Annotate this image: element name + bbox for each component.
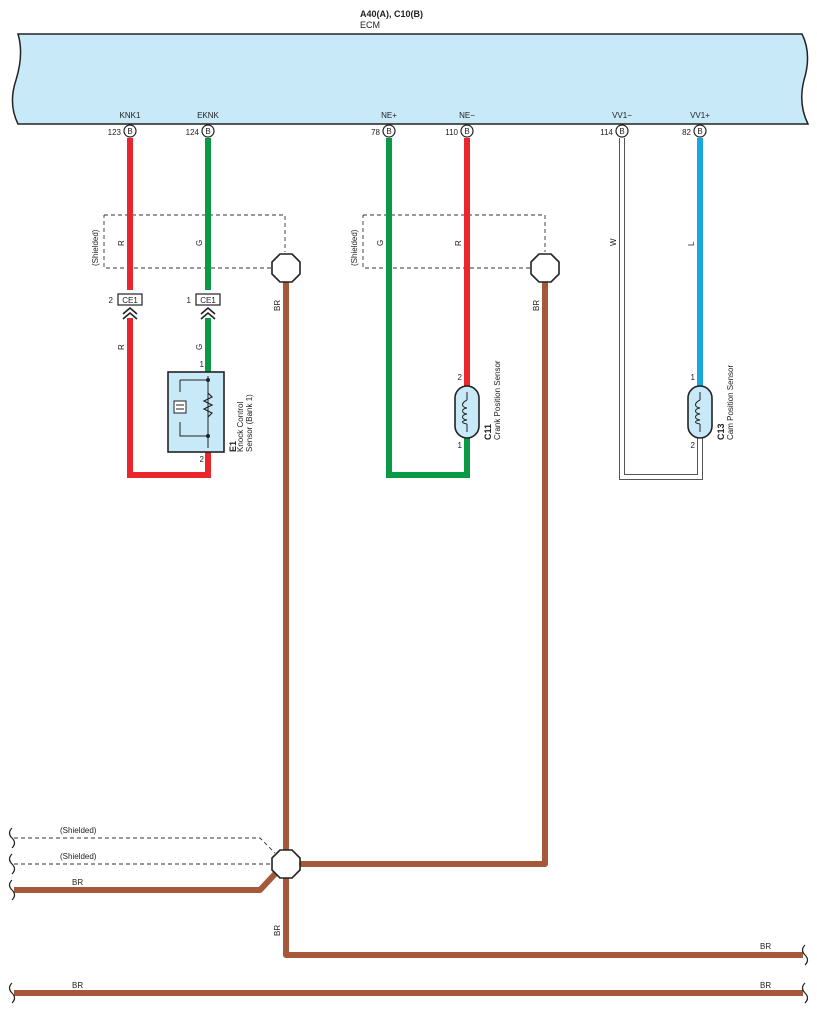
- svg-text:B: B: [205, 127, 210, 136]
- splice-points: [271, 253, 560, 879]
- svg-text:CE1: CE1: [200, 296, 216, 305]
- shield-line-upper: [14, 837, 276, 854]
- knock-sensor-desc2: Sensor (Bank 1): [245, 394, 254, 452]
- wire-label-ne-plus: G: [376, 240, 385, 246]
- svg-text:2: 2: [200, 455, 205, 464]
- break-mark-right-2: [801, 982, 809, 1004]
- pin-circle-82: B: [693, 124, 707, 138]
- pin-circle-110: B: [460, 124, 474, 138]
- wire-label-br-mid: BR: [532, 300, 541, 311]
- wire-knk1-lower: [127, 318, 211, 478]
- wire-label-br-left: BR: [273, 300, 282, 311]
- wire-label-br-left-lower: BR: [72, 878, 83, 887]
- cam-wires: [619, 138, 703, 480]
- wire-label-knk1: R: [117, 240, 126, 246]
- shield-labels: (Shielded) (Shielded) (Shielded) (Shield…: [60, 229, 359, 861]
- brown-wires: [14, 282, 803, 996]
- svg-text:B: B: [697, 127, 702, 136]
- pin-signal-knk1: KNK1: [120, 111, 141, 120]
- break-marks: [8, 827, 809, 1004]
- svg-text:1: 1: [187, 296, 192, 305]
- pin-circle-114: B: [615, 124, 629, 138]
- wire-vv1-minus-fill: [620, 138, 702, 479]
- wire-label-vv1-plus: L: [687, 241, 696, 246]
- knock-sensor-desc1: Knock Control: [236, 402, 245, 452]
- pin-circle-124: B: [201, 124, 215, 138]
- shield-box-crank: [362, 214, 546, 269]
- ecm-name-label: ECM: [360, 20, 380, 30]
- knock-wires: [127, 138, 211, 478]
- wire-label-vv1-minus: W: [609, 238, 618, 246]
- pin-signal-ne-minus: NE−: [459, 111, 475, 120]
- pin-number-114: 114: [600, 128, 613, 137]
- break-mark-right-1: [801, 944, 809, 966]
- pin-circles: B B B B B B: [123, 124, 707, 138]
- wire-label-br-bottom: BR: [273, 925, 282, 936]
- crank-sensor-desc: Crank Position Sensor: [493, 360, 502, 440]
- ecm-connectors-label: A40(A), C10(B): [360, 9, 423, 19]
- shield-boxes: [14, 214, 546, 865]
- svg-text:B: B: [619, 127, 624, 136]
- svg-text:CE1: CE1: [122, 296, 138, 305]
- pin-number-110: 110: [445, 128, 458, 137]
- splice-crank-shield: [530, 253, 560, 283]
- wire-label-ne-minus: R: [454, 240, 463, 246]
- cam-sensor-c13: 1 2 C13 Cam Position Sensor: [687, 365, 735, 450]
- pin-circle-78: B: [382, 124, 396, 138]
- ce1-connector-left: CE1 2: [109, 293, 143, 320]
- br-wire-crank-shield: [300, 282, 548, 867]
- break-mark-left-3: [8, 879, 16, 901]
- wire-ne-plus: [386, 138, 470, 478]
- wire-label-br-bottom-left: BR: [72, 981, 83, 990]
- splice-ground: [271, 849, 301, 879]
- br-wire-down-right: [283, 878, 803, 958]
- crank-sensor-code: C11: [483, 424, 493, 440]
- svg-text:1: 1: [200, 360, 205, 369]
- svg-text:2: 2: [109, 296, 114, 305]
- shield-box-knock: [103, 214, 286, 269]
- cam-sensor-code: C13: [716, 423, 726, 440]
- svg-text:2: 2: [458, 373, 463, 382]
- pin-number-124: 124: [186, 128, 200, 137]
- cam-sensor-desc: Cam Position Sensor: [726, 365, 735, 440]
- wire-label-eknk: G: [195, 240, 204, 246]
- knock-sensor-e1: 1 2 E1 Knock Control Sensor (Bank 1): [167, 360, 254, 464]
- pin-number-82: 82: [682, 128, 691, 137]
- ecm-box: [11, 33, 810, 125]
- wire-label-knk1-lower: R: [117, 344, 126, 350]
- pin-signal-vv1-minus: VV1−: [612, 111, 632, 120]
- pin-labels: KNK1 EKNK NE+ NE− VV1− VV1+ 123 124 78 1…: [108, 111, 711, 137]
- svg-text:2: 2: [691, 441, 696, 450]
- wire-labels: R G R G G R W L BR BR BR BR BR BR BR: [72, 238, 771, 990]
- svg-text:B: B: [464, 127, 469, 136]
- pin-number-78: 78: [371, 128, 380, 137]
- svg-text:1: 1: [691, 373, 696, 382]
- shield-label-upper: (Shielded): [60, 826, 97, 835]
- break-mark-left-1: [8, 827, 16, 849]
- br-wire-left-bottom: [14, 871, 278, 893]
- wire-label-br-bottom-right: BR: [760, 981, 771, 990]
- knock-sensor-code: E1: [228, 441, 238, 452]
- pin-circle-123: B: [123, 124, 137, 138]
- splice-knock-shield: [271, 253, 301, 283]
- wire-label-br-right-lower: BR: [760, 942, 771, 951]
- crank-sensor-c11: 2 1 C11 Crank Position Sensor: [454, 360, 502, 450]
- svg-text:1: 1: [458, 441, 463, 450]
- pin-signal-vv1-plus: VV1+: [690, 111, 710, 120]
- shield-label-crank: (Shielded): [350, 229, 359, 266]
- pin-number-123: 123: [108, 128, 122, 137]
- pin-signal-ne-plus: NE+: [381, 111, 397, 120]
- shield-label-lower: (Shielded): [60, 852, 97, 861]
- break-mark-left-2: [8, 853, 16, 875]
- pin-signal-eknk: EKNK: [197, 111, 219, 120]
- ce1-connector-right: CE1 1: [187, 293, 221, 320]
- wire-label-eknk-lower: G: [195, 344, 204, 350]
- svg-text:B: B: [127, 127, 132, 136]
- shield-label-knock: (Shielded): [91, 229, 100, 266]
- crank-wires: [386, 138, 470, 478]
- break-mark-left-4: [8, 982, 16, 1004]
- svg-text:B: B: [386, 127, 391, 136]
